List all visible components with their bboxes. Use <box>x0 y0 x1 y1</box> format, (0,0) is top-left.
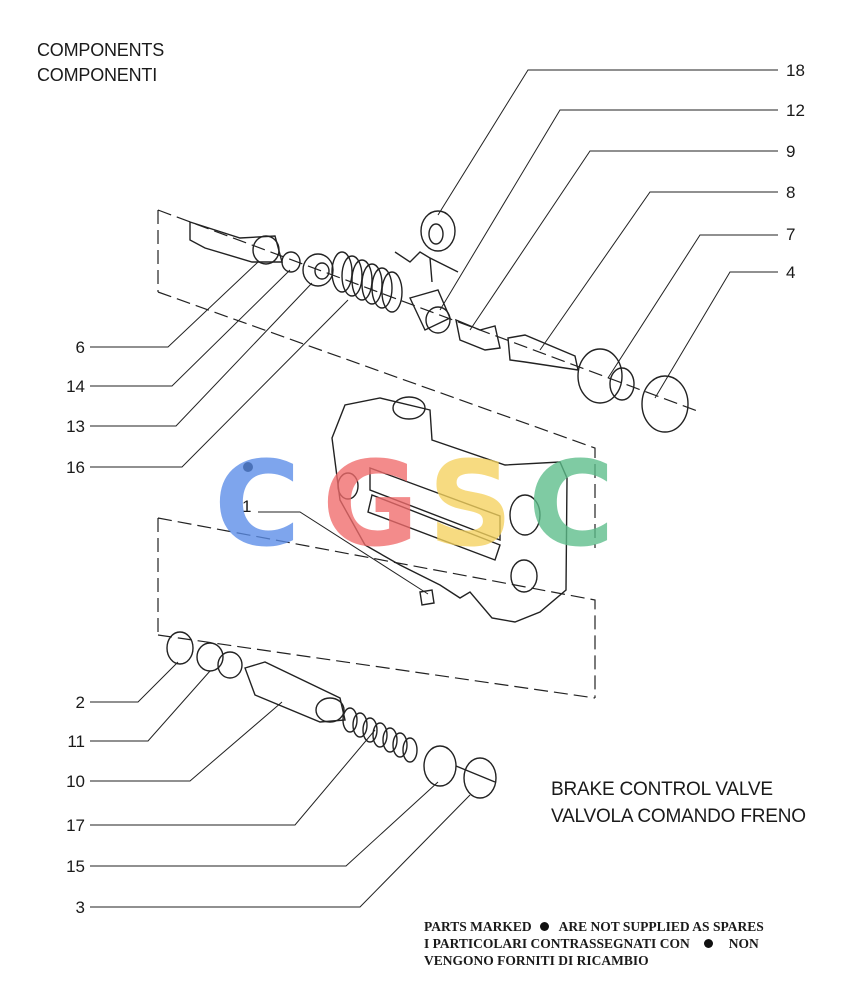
part-2-ring <box>166 631 194 665</box>
upper-spool-assembly <box>189 210 689 433</box>
part-1-plug <box>419 589 435 606</box>
part-17-spring <box>342 707 418 763</box>
lower-spool-assembly <box>166 631 497 799</box>
callout-3: 3 <box>76 898 85 917</box>
callout-7: 7 <box>786 225 795 244</box>
title-line-it: VALVOLA COMANDO FRENO <box>551 806 806 827</box>
part-9-pin <box>455 318 501 351</box>
footnote-line2-pre: I PARTICOLARI CONTRASSEGNATI CON <box>424 936 690 951</box>
part-4-ring <box>641 375 689 433</box>
part-14-ring <box>281 251 301 273</box>
part-6-end <box>252 235 280 265</box>
watermark-logo: C G S C <box>214 435 615 573</box>
valve-body <box>243 396 568 623</box>
callouts-left-upper: 6 14 13 16 <box>66 338 85 477</box>
part-6-spool <box>189 221 283 263</box>
callout-13: 13 <box>66 417 85 436</box>
header-line-en: COMPONENTS <box>37 40 165 60</box>
callout-14: 14 <box>66 377 85 396</box>
title-line-en: BRAKE CONTROL VALVE <box>551 779 773 800</box>
lower-dashed-frame <box>157 517 596 699</box>
callout-1: 1 <box>242 497 251 516</box>
components-header: COMPONENTS COMPONENTI <box>37 38 164 88</box>
part-11-valve <box>196 642 224 672</box>
callout-15: 15 <box>66 857 85 876</box>
callout-4: 4 <box>786 263 795 282</box>
part-3-ring <box>463 757 497 799</box>
callout-8: 8 <box>786 183 795 202</box>
watermark-letter-g: G <box>322 435 419 573</box>
bullet-dot-icon <box>703 939 713 948</box>
callout-16: 16 <box>66 458 85 477</box>
watermark-letter-c2: C <box>528 435 615 573</box>
footnote-line3: VENGONO FORNITI DI RICAMBIO <box>424 953 649 968</box>
callout-6: 6 <box>76 338 85 357</box>
diagram-title: BRAKE CONTROL VALVE VALVOLA COMANDO FREN… <box>551 776 806 830</box>
callouts-right: 18 12 9 8 7 4 <box>786 61 805 282</box>
bullet-dot-icon <box>539 922 549 931</box>
part-8-rod <box>507 334 579 371</box>
callout-11: 11 <box>67 732 85 751</box>
footnote-line2-post: NON <box>728 936 759 951</box>
spares-footnote: PARTS MARKED ARE NOT SUPPLIED AS SPARES … <box>424 918 764 969</box>
part-10-spool <box>244 661 346 723</box>
header-line-it: COMPONENTI <box>37 65 158 85</box>
callout-18: 18 <box>786 61 805 80</box>
callout-17: 17 <box>66 816 85 835</box>
marked-dot <box>243 462 253 472</box>
watermark-letter-c1: C <box>214 435 301 573</box>
part-18-seal <box>420 210 456 252</box>
part-15-cap <box>423 745 457 787</box>
part-13-washer <box>302 253 334 287</box>
callout-10: 10 <box>66 772 85 791</box>
callout-9: 9 <box>786 142 795 161</box>
callouts-left-lower: 2 11 10 17 15 3 <box>66 693 85 917</box>
watermark-letter-s: S <box>428 435 513 573</box>
footnote-line1-post: ARE NOT SUPPLIED AS SPARES <box>558 919 764 934</box>
callout-12: 12 <box>786 101 805 120</box>
callout-2: 2 <box>76 693 85 712</box>
leader-lines <box>90 69 778 908</box>
part-7-plug <box>577 348 623 404</box>
footnote-line1-pre: PARTS MARKED <box>424 919 532 934</box>
part-16-spring <box>331 251 403 313</box>
